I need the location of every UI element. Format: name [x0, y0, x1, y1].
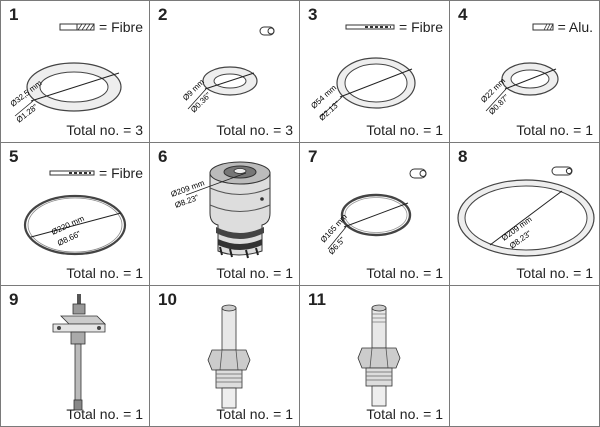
material-callout: = Fibre: [49, 165, 143, 181]
total-quantity: Total no. = 1: [366, 122, 443, 138]
material-label: = Alu.: [557, 19, 593, 35]
material-label: = Fibre: [99, 165, 143, 181]
part-cell-6: 6 Ø209 mm Ø8.23" Total no. = 1: [150, 143, 300, 286]
total-quantity: Total no. = 1: [66, 406, 143, 422]
part-cell-7: 7 Ø165 mm Ø6.5" Total no. = 1: [300, 143, 450, 286]
empty-cell: [450, 286, 600, 427]
part-cell-4: 4 = Alu. Ø22 mm Ø0.87" Total no. = 1: [450, 0, 600, 143]
part-cell-5: 5 = Fibre Ø220 mm Ø8.66" Total no. = 1: [0, 143, 150, 286]
part-number: 10: [158, 290, 177, 309]
total-quantity: Total no. = 1: [366, 406, 443, 422]
part-cell-10: 10 Total no. = 1: [150, 286, 300, 427]
material-callout: = Fibre: [59, 19, 143, 35]
part-cell-3: 3 = Fibre Ø54 mm Ø2.13" Total no. = 1: [300, 0, 450, 143]
material-label: = Fibre: [399, 19, 443, 35]
part-number: 1: [9, 5, 19, 24]
part-cell-2: 2 Ø9 mm Ø0.36" Total no. = 3: [150, 0, 300, 143]
total-quantity: Total no. = 1: [516, 265, 593, 281]
total-quantity: Total no. = 3: [216, 122, 293, 138]
part-number: 4: [458, 5, 468, 24]
large-fibre-gasket-drawing: Ø220 mm Ø8.66": [23, 194, 127, 256]
part-number: 2: [158, 5, 168, 24]
total-quantity: Total no. = 1: [66, 265, 143, 281]
large-oring-drawing: Ø209 mm Ø8.23": [457, 166, 595, 257]
part-cell-11: 11 Total no. = 1: [300, 286, 450, 427]
part-number: 3: [308, 5, 318, 24]
part-number: 11: [308, 290, 326, 309]
small-gasket-drawing: Ø9 mm Ø0.36": [181, 26, 275, 114]
part-cell-1: 1 = Fibre Ø32,5 mm Ø1.28" Total no. = 3: [0, 0, 150, 143]
total-quantity: Total no. = 1: [516, 122, 593, 138]
alu-gasket-drawing: Ø22 mm Ø0.87": [479, 62, 559, 116]
part-cell-9: 9 Total no. = 1: [0, 286, 150, 427]
part-number: 6: [158, 147, 168, 166]
armature-tube-drawing: [357, 304, 401, 407]
gasket-section-icon: [49, 170, 95, 176]
part-number: 8: [458, 147, 468, 166]
valve-insert-drawing: Ø209 mm Ø8.23": [170, 161, 271, 259]
part-number: 7: [308, 147, 318, 166]
pilot-valve-drawing: [52, 294, 106, 411]
material-callout: = Alu.: [532, 19, 593, 35]
part-number: 9: [9, 290, 19, 309]
gasket-section-icon: [345, 24, 395, 30]
total-quantity: Total no. = 1: [216, 265, 293, 281]
total-quantity: Total no. = 3: [66, 122, 143, 138]
gasket-section-icon: [532, 23, 554, 31]
total-quantity: Total no. = 1: [366, 265, 443, 281]
total-quantity: Total no. = 1: [216, 406, 293, 422]
material-callout: = Fibre: [345, 19, 443, 35]
fibre-gasket-drawing: Ø32,5 mm Ø1.28": [9, 62, 122, 125]
fibre-gasket-drawing: Ø54 mm Ø2.13": [309, 57, 416, 122]
part-number: 5: [9, 147, 19, 166]
armature-tube-drawing: [207, 304, 251, 409]
gasket-section-icon: [59, 23, 95, 31]
oring-drawing: Ø165 mm Ø6.5": [319, 168, 427, 256]
material-label: = Fibre: [99, 19, 143, 35]
part-cell-8: 8 Ø209 mm Ø8.23" Total no. = 1: [450, 143, 600, 286]
